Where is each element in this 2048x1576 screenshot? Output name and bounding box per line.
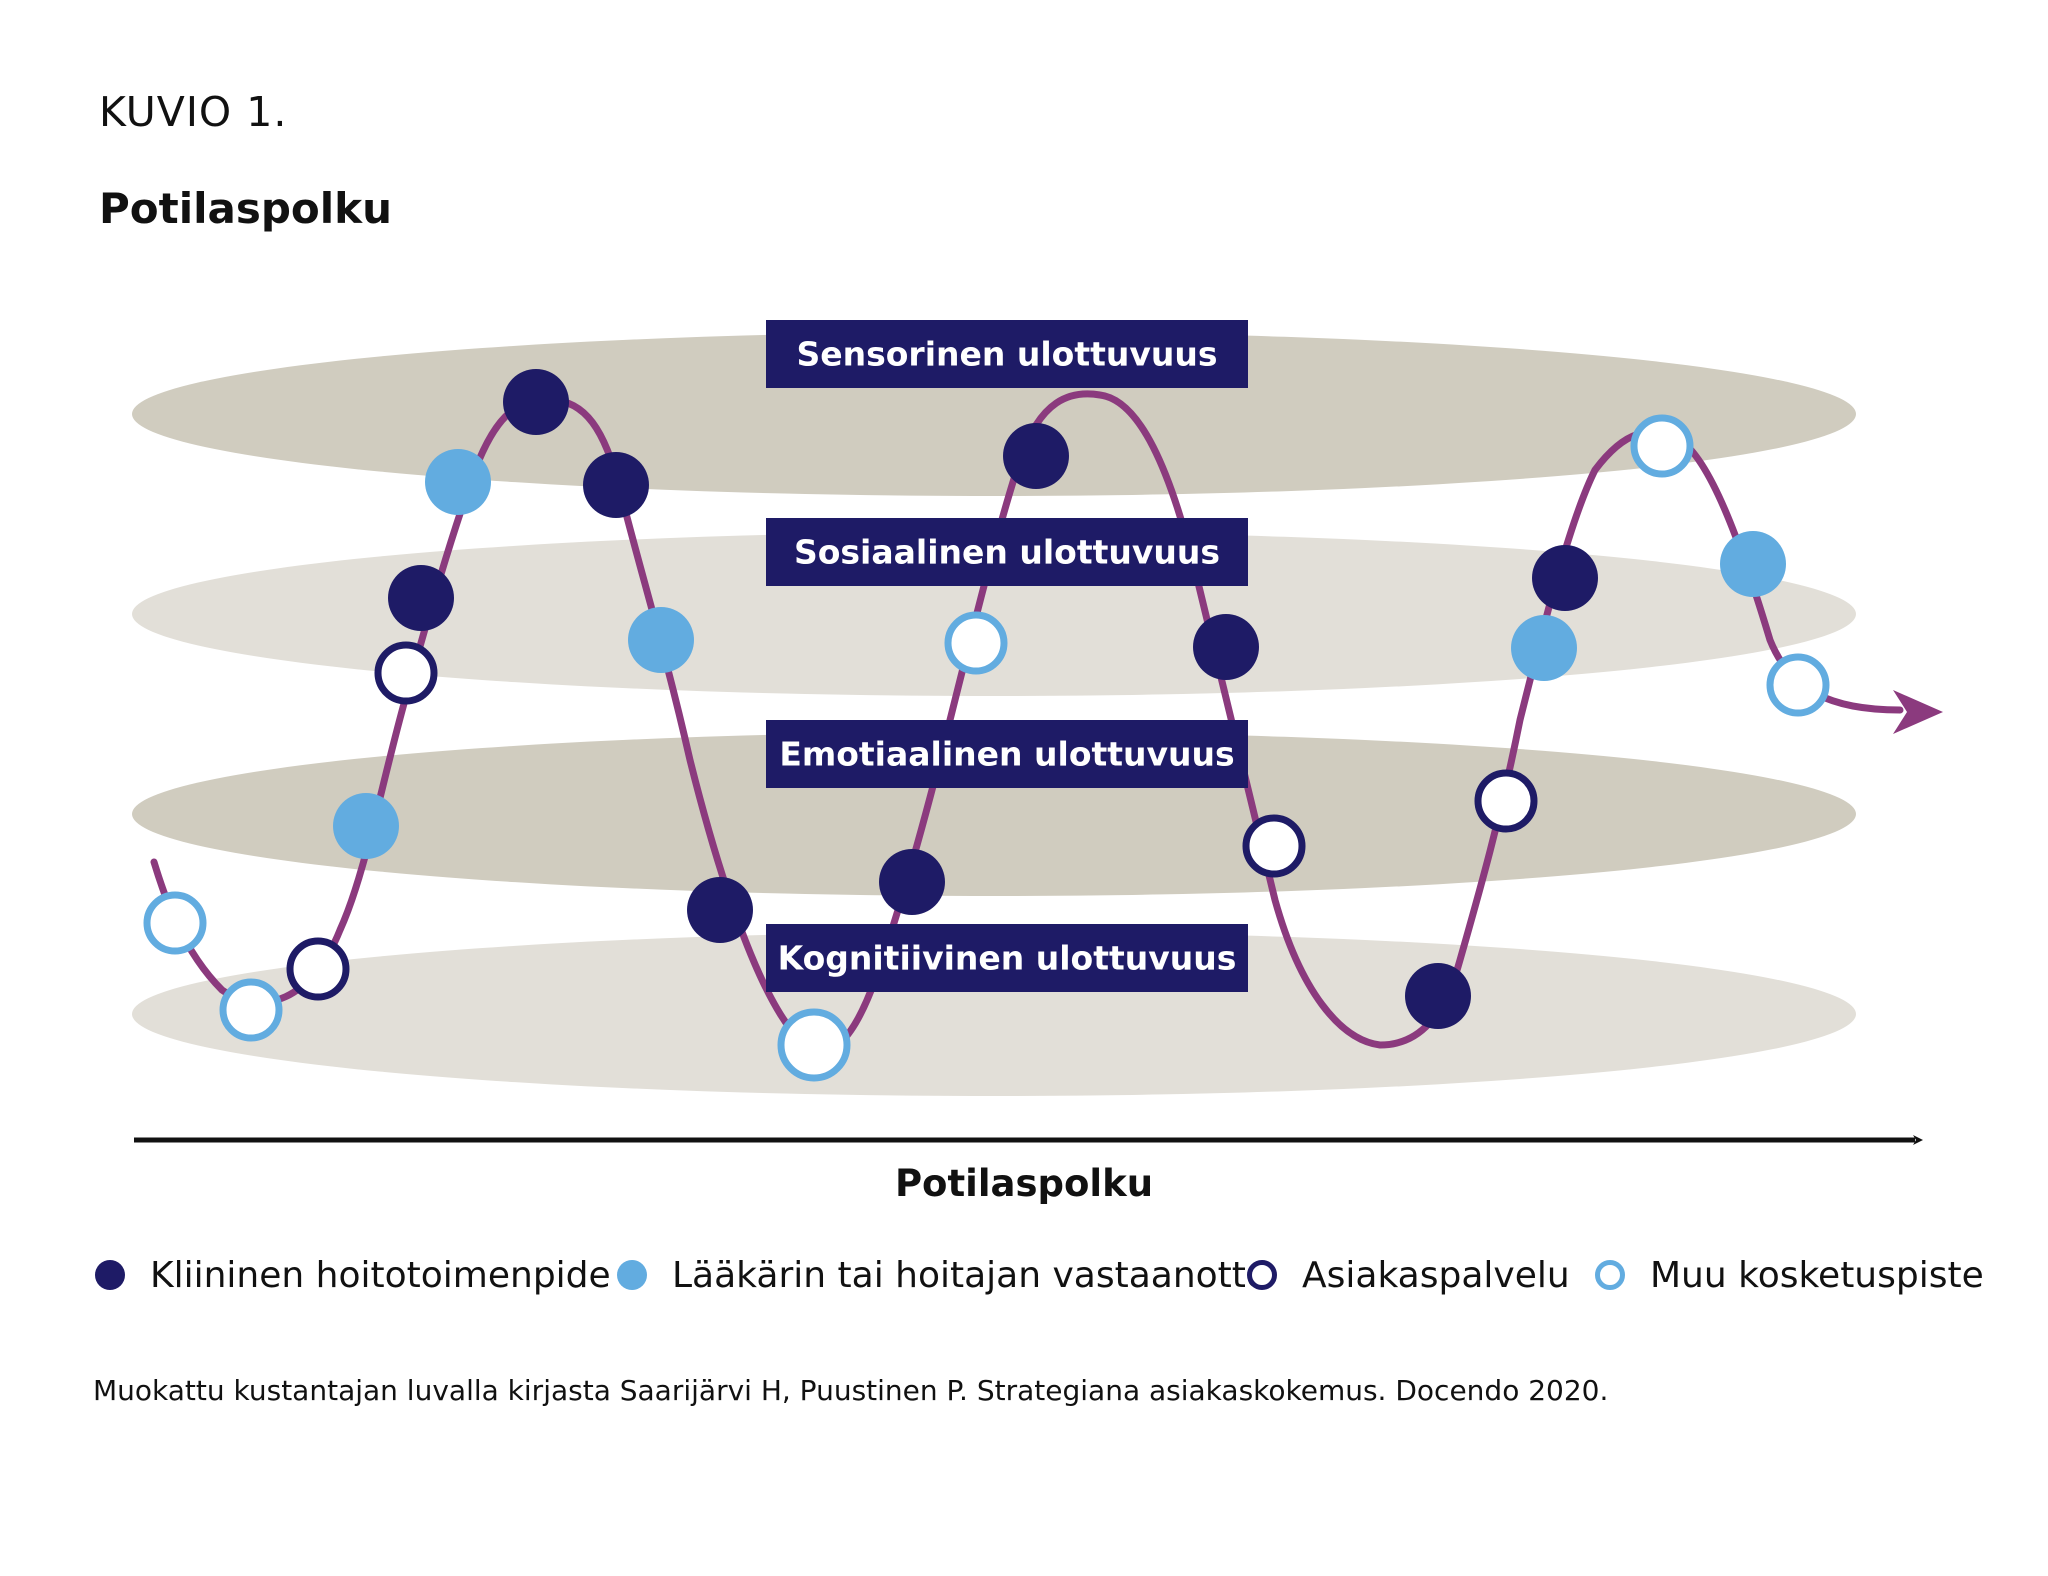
legend: Kliininen hoitotoimenpide Lääkärin tai h… [95, 1250, 1995, 1300]
band-sensorinen [132, 332, 1856, 496]
band-label-kognitiivinen: Kognitiivinen ulottuvuus [766, 924, 1248, 992]
outlined-dark-circle-icon [1247, 1260, 1277, 1290]
band-label-text: Kognitiivinen ulottuvuus [778, 939, 1237, 978]
band-label-sensorinen: Sensorinen ulottuvuus [766, 320, 1248, 388]
touchpoint-laakari [333, 793, 399, 859]
legend-label: Asiakaspalvelu [1302, 1254, 1570, 1296]
band-sosiaalinen [132, 532, 1856, 696]
touchpoint-laakari [425, 449, 491, 515]
legend-item-laakari: Lääkärin tai hoitajan vastaanotto [617, 1250, 1268, 1300]
touchpoint-kliininen [583, 452, 649, 518]
legend-label: Lääkärin tai hoitajan vastaanotto [672, 1254, 1268, 1296]
band-label-text: Sosiaalinen ulottuvuus [794, 533, 1220, 572]
outlined-light-circle-icon [1595, 1260, 1625, 1290]
legend-item-kliininen: Kliininen hoitotoimenpide [95, 1250, 611, 1300]
source-note: Muokattu kustantajan luvalla kirjasta Sa… [93, 1374, 1609, 1407]
filled-light-circle-icon [617, 1260, 647, 1290]
touchpoint-asiakaspalvelu [374, 641, 438, 705]
figure-label: KUVIO 1. [99, 88, 288, 136]
filled-dark-circle-icon [95, 1260, 125, 1290]
band-label-text: Sensorinen ulottuvuus [796, 335, 1217, 374]
touchpoint-muu [777, 1008, 851, 1082]
touchpoint-kliininen [1532, 545, 1598, 611]
legend-label: Muu kosketuspiste [1650, 1254, 1984, 1296]
touchpoint-laakari [1720, 531, 1786, 597]
touchpoint-asiakaspalvelu [1474, 769, 1538, 833]
touchpoint-asiakaspalvelu [286, 937, 350, 1001]
touchpoint-kliininen [879, 849, 945, 915]
touchpoint-kliininen [1405, 963, 1471, 1029]
figure-title: Potilaspolku [99, 184, 392, 233]
touchpoint-laakari [1511, 615, 1577, 681]
touchpoint-kliininen [1193, 614, 1259, 680]
legend-item-muu: Muu kosketuspiste [1595, 1250, 1984, 1300]
band-label-sosiaalinen: Sosiaalinen ulottuvuus [766, 518, 1248, 586]
legend-label: Kliininen hoitotoimenpide [150, 1254, 611, 1296]
axis-label: Potilaspolku [894, 1162, 1154, 1205]
touchpoint-kliininen [503, 369, 569, 435]
band-emotiaalinen [132, 732, 1856, 896]
touchpoint-muu [1630, 414, 1694, 478]
touchpoint-kliininen [687, 877, 753, 943]
journey-arrowhead [1893, 690, 1943, 734]
touchpoint-muu [944, 611, 1008, 675]
touchpoint-kliininen [388, 565, 454, 631]
touchpoint-laakari [628, 607, 694, 673]
touchpoint-kliininen [1003, 423, 1069, 489]
band-label-text: Emotiaalinen ulottuvuus [779, 735, 1234, 774]
band-label-emotiaalinen: Emotiaalinen ulottuvuus [766, 720, 1248, 788]
touchpoint-muu [143, 891, 207, 955]
touchpoint-asiakaspalvelu [1242, 814, 1306, 878]
touchpoint-muu [1766, 653, 1830, 717]
touchpoint-muu [219, 978, 283, 1042]
legend-item-asiakaspalvelu: Asiakaspalvelu [1247, 1250, 1570, 1300]
